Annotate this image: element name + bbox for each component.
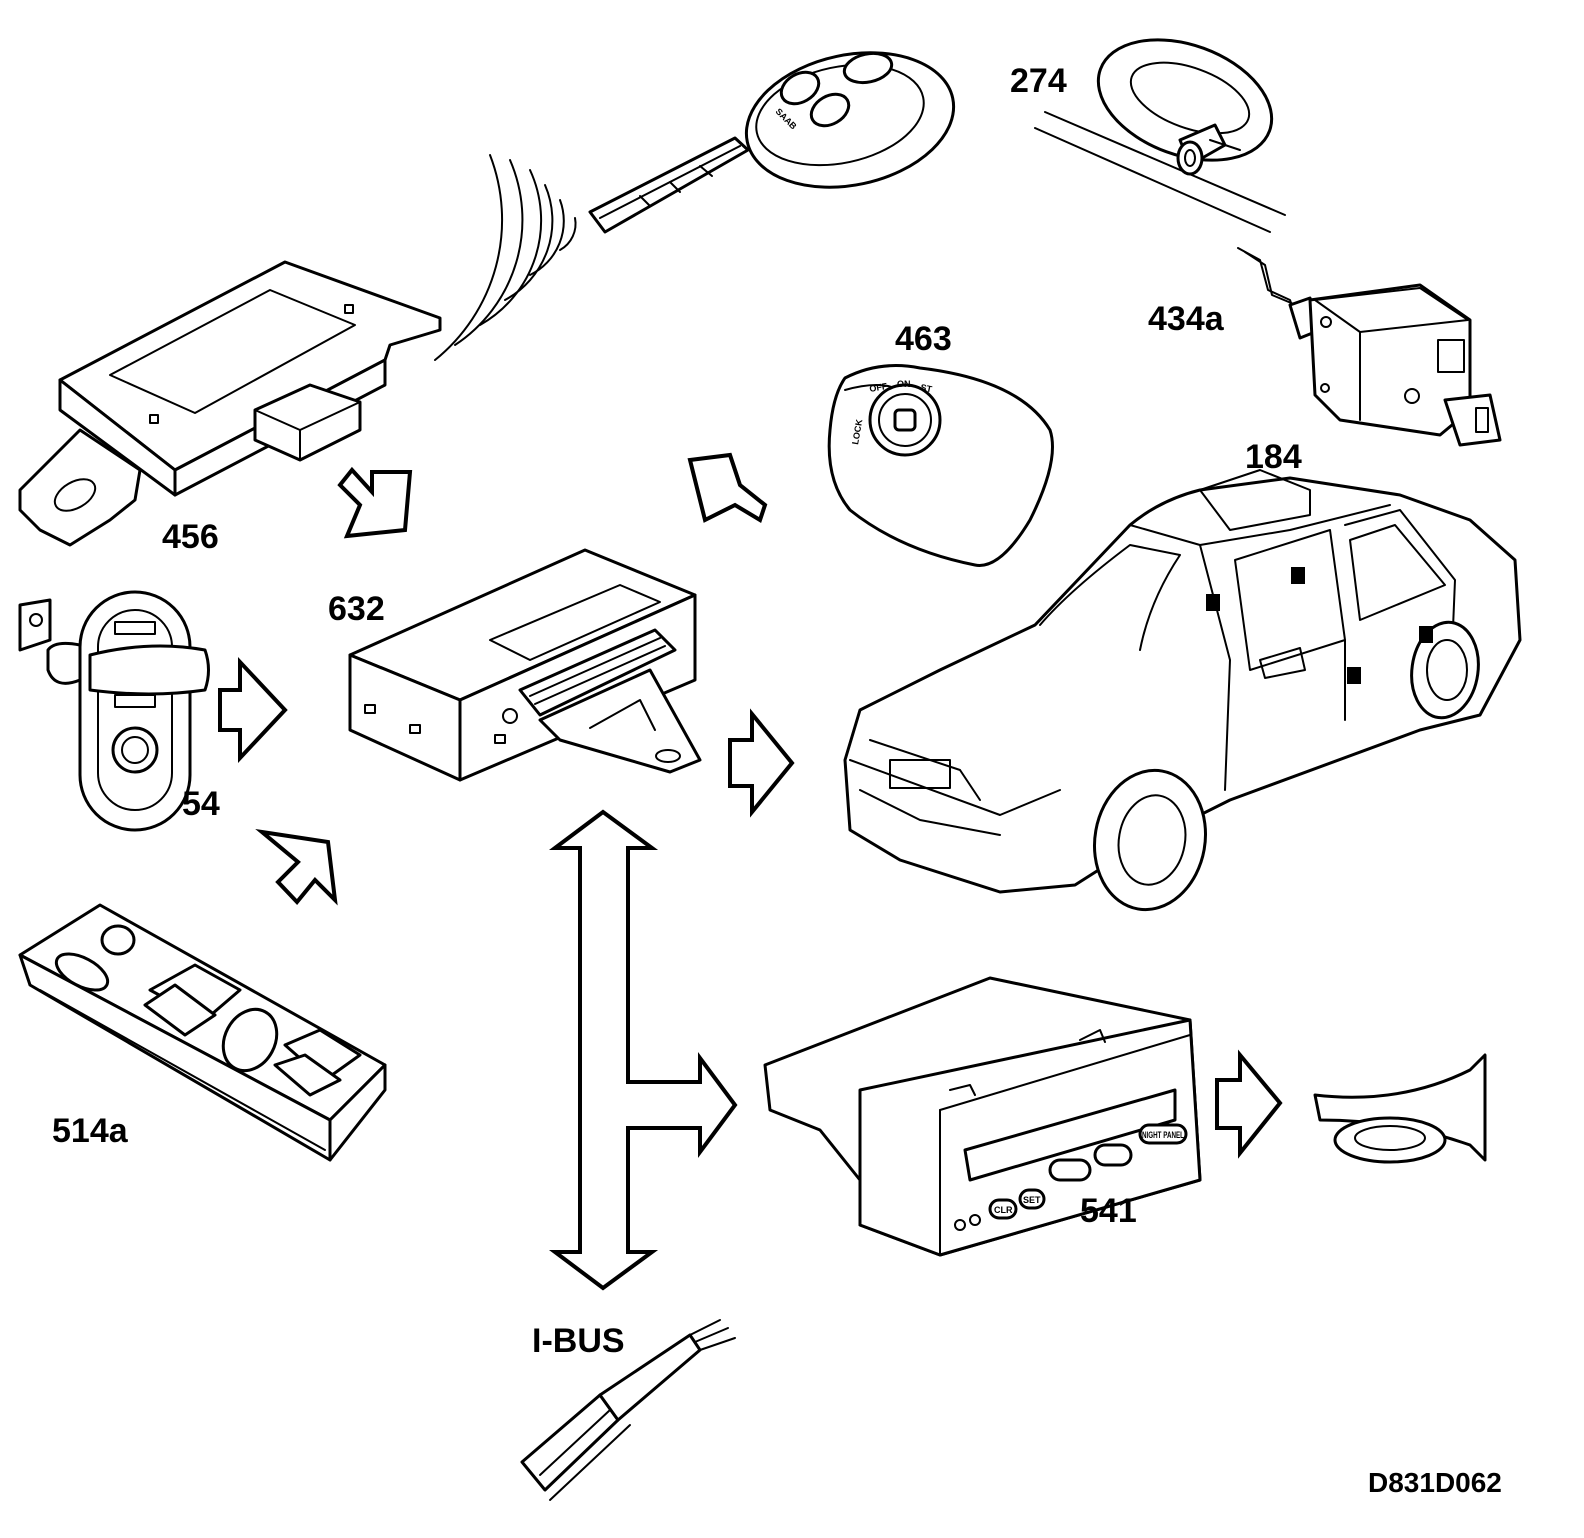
label-456: 456 [162, 518, 219, 556]
window-switch-panel [18, 903, 387, 1162]
ignition-lock-text: LOCK [850, 418, 864, 445]
information-display: CLR SET NIGHT PANEL [763, 976, 1202, 1257]
sid-set-text: SET [1023, 1195, 1041, 1205]
control-module [348, 548, 702, 782]
ibus-double-arrow [549, 809, 738, 1291]
label-54: 54 [182, 785, 220, 823]
radio-waves [434, 154, 577, 361]
door-lock-cylinder [1034, 38, 1286, 233]
arrow-display-to-horn [1215, 1049, 1283, 1159]
label-463: 463 [895, 320, 952, 358]
sid-clr-text: CLR [994, 1205, 1013, 1215]
remote-receiver-module [18, 260, 442, 547]
horn [1313, 1053, 1487, 1164]
label-541: 541 [1080, 1192, 1137, 1230]
arrow-ignition-to-module [687, 452, 768, 523]
ibus-cable [520, 1319, 736, 1501]
ignition-st-text: ST [920, 382, 934, 394]
ignition-switch: OFF ON ST LOCK [827, 364, 1054, 567]
ibus-label: I-BUS [532, 1322, 625, 1360]
label-184: 184 [1245, 438, 1302, 476]
drawing-code: D831D062 [1368, 1467, 1502, 1498]
label-274: 274 [1010, 62, 1067, 100]
label-514a: 514a [52, 1112, 129, 1150]
car-doors [843, 469, 1522, 912]
label-632: 632 [328, 590, 385, 628]
ignition-on-text: ON [897, 379, 911, 389]
arrow-panel-to-module [255, 828, 338, 906]
door-switch [18, 590, 210, 832]
label-434a: 434a [1148, 300, 1225, 338]
sid-night-panel-text: NIGHT PANEL [1142, 1130, 1184, 1140]
arrow-switch-to-module [218, 656, 288, 764]
remote-key: SAAB [588, 51, 956, 234]
lock-actuator [1237, 247, 1502, 447]
arrow-receiver-to-module [337, 466, 413, 539]
arrow-module-to-car [728, 708, 795, 818]
ignition-off-text: OFF [869, 381, 889, 394]
